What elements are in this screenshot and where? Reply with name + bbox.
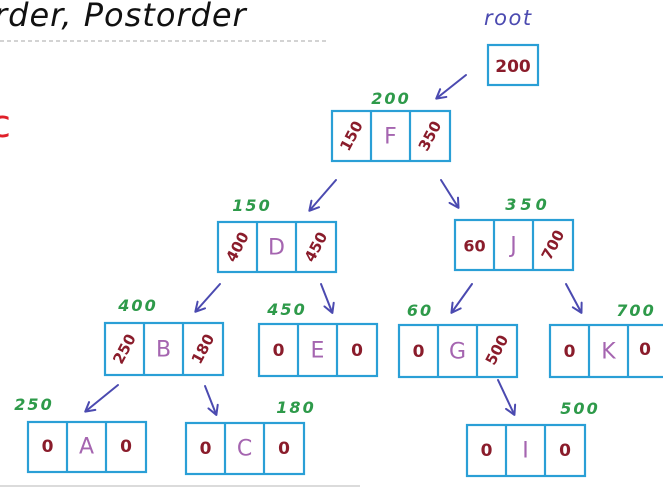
root-label: root — [484, 6, 533, 30]
node-address: 180 — [276, 398, 315, 417]
node-address: 500 — [560, 399, 599, 418]
root-box — [486, 43, 540, 87]
node-address: 700 — [616, 301, 655, 320]
left-pointer: 0 — [481, 441, 493, 461]
left-pointer: 0 — [200, 439, 212, 459]
node-key: K — [601, 340, 616, 365]
node-address: 400 — [117, 296, 157, 315]
node-address: 450 — [266, 300, 306, 319]
left-pointer: 60 — [463, 237, 485, 256]
right-pointer: 450 — [301, 229, 332, 265]
right-pointer: 180 — [188, 331, 219, 367]
node-box — [26, 420, 148, 474]
left-pointer: 0 — [273, 341, 285, 361]
side-mark: c — [0, 102, 11, 146]
edge-F-to-J-arrow — [440, 179, 460, 209]
left-pointer: 150 — [336, 118, 367, 154]
left-pointer: 0 — [564, 342, 576, 362]
node-box — [465, 423, 587, 478]
left-pointer: 0 — [42, 437, 54, 457]
tree-node-B: 400 250 B 180 — [103, 296, 225, 377]
node-key: I — [522, 439, 529, 464]
tree-node-G: 60 0 G 500 — [397, 301, 519, 379]
tree-node-I: 500 0 I 0 — [465, 399, 599, 478]
tree-node-K: 700 0 K 0 — [548, 301, 663, 379]
node-address: 250 — [14, 395, 53, 414]
node-key: E — [311, 339, 325, 364]
node-box — [257, 322, 379, 378]
left-pointer: 250 — [109, 331, 140, 367]
node-key: D — [268, 236, 285, 261]
node-box — [397, 323, 519, 379]
node-box — [453, 218, 575, 272]
tree-node-F: 200 150 F 350 — [330, 89, 452, 163]
node-key: B — [156, 338, 171, 363]
edge-root-to-F-arrow — [435, 74, 467, 100]
node-key: J — [508, 234, 517, 259]
tree-node-D: 150 400 D 450 — [216, 196, 338, 274]
node-box — [184, 421, 306, 476]
right-pointer: 350 — [415, 118, 446, 154]
edge-D-to-B-arrow — [194, 283, 221, 313]
node-address: 60 — [407, 301, 433, 320]
edge-B-to-A-arrow — [84, 384, 119, 413]
right-pointer: 0 — [120, 437, 132, 457]
node-key: C — [237, 437, 252, 462]
node-box — [216, 220, 338, 274]
edge-B-to-C-arrow — [204, 385, 219, 416]
tree-node-C: 180 0 C 0 — [184, 398, 315, 476]
right-pointer: 0 — [559, 441, 571, 461]
right-pointer: 700 — [538, 227, 569, 263]
root-value: 200 — [495, 57, 531, 77]
edge-J-to-G-arrow — [450, 283, 473, 314]
node-address: 200 — [371, 89, 410, 108]
node-address: 150 — [232, 196, 271, 215]
node-box — [330, 109, 452, 163]
right-pointer: 0 — [278, 439, 290, 459]
node-address: 350 — [505, 195, 550, 214]
edges — [84, 74, 583, 416]
edge-J-to-K-arrow — [565, 283, 583, 314]
edge-G-to-I-arrow — [497, 379, 517, 416]
node-key: F — [384, 125, 397, 150]
edge-F-to-D-arrow — [308, 179, 337, 212]
node-key: A — [79, 435, 94, 460]
left-pointer: 400 — [222, 229, 253, 265]
tree-node-J: 350 60 J 700 — [453, 195, 575, 272]
node-box — [103, 321, 225, 377]
right-pointer: 500 — [482, 332, 513, 368]
page-title: rder, Postorder — [0, 0, 248, 34]
right-pointer: 0 — [639, 340, 651, 360]
right-pointer: 0 — [351, 341, 363, 361]
node-box — [548, 323, 663, 379]
node-key: G — [449, 340, 466, 365]
tree-node-A: 250 0 A 0 — [14, 395, 148, 474]
left-pointer: 0 — [413, 342, 425, 362]
tree-node-E: 450 0 E 0 — [257, 300, 379, 378]
edge-D-to-E-arrow — [320, 283, 335, 314]
